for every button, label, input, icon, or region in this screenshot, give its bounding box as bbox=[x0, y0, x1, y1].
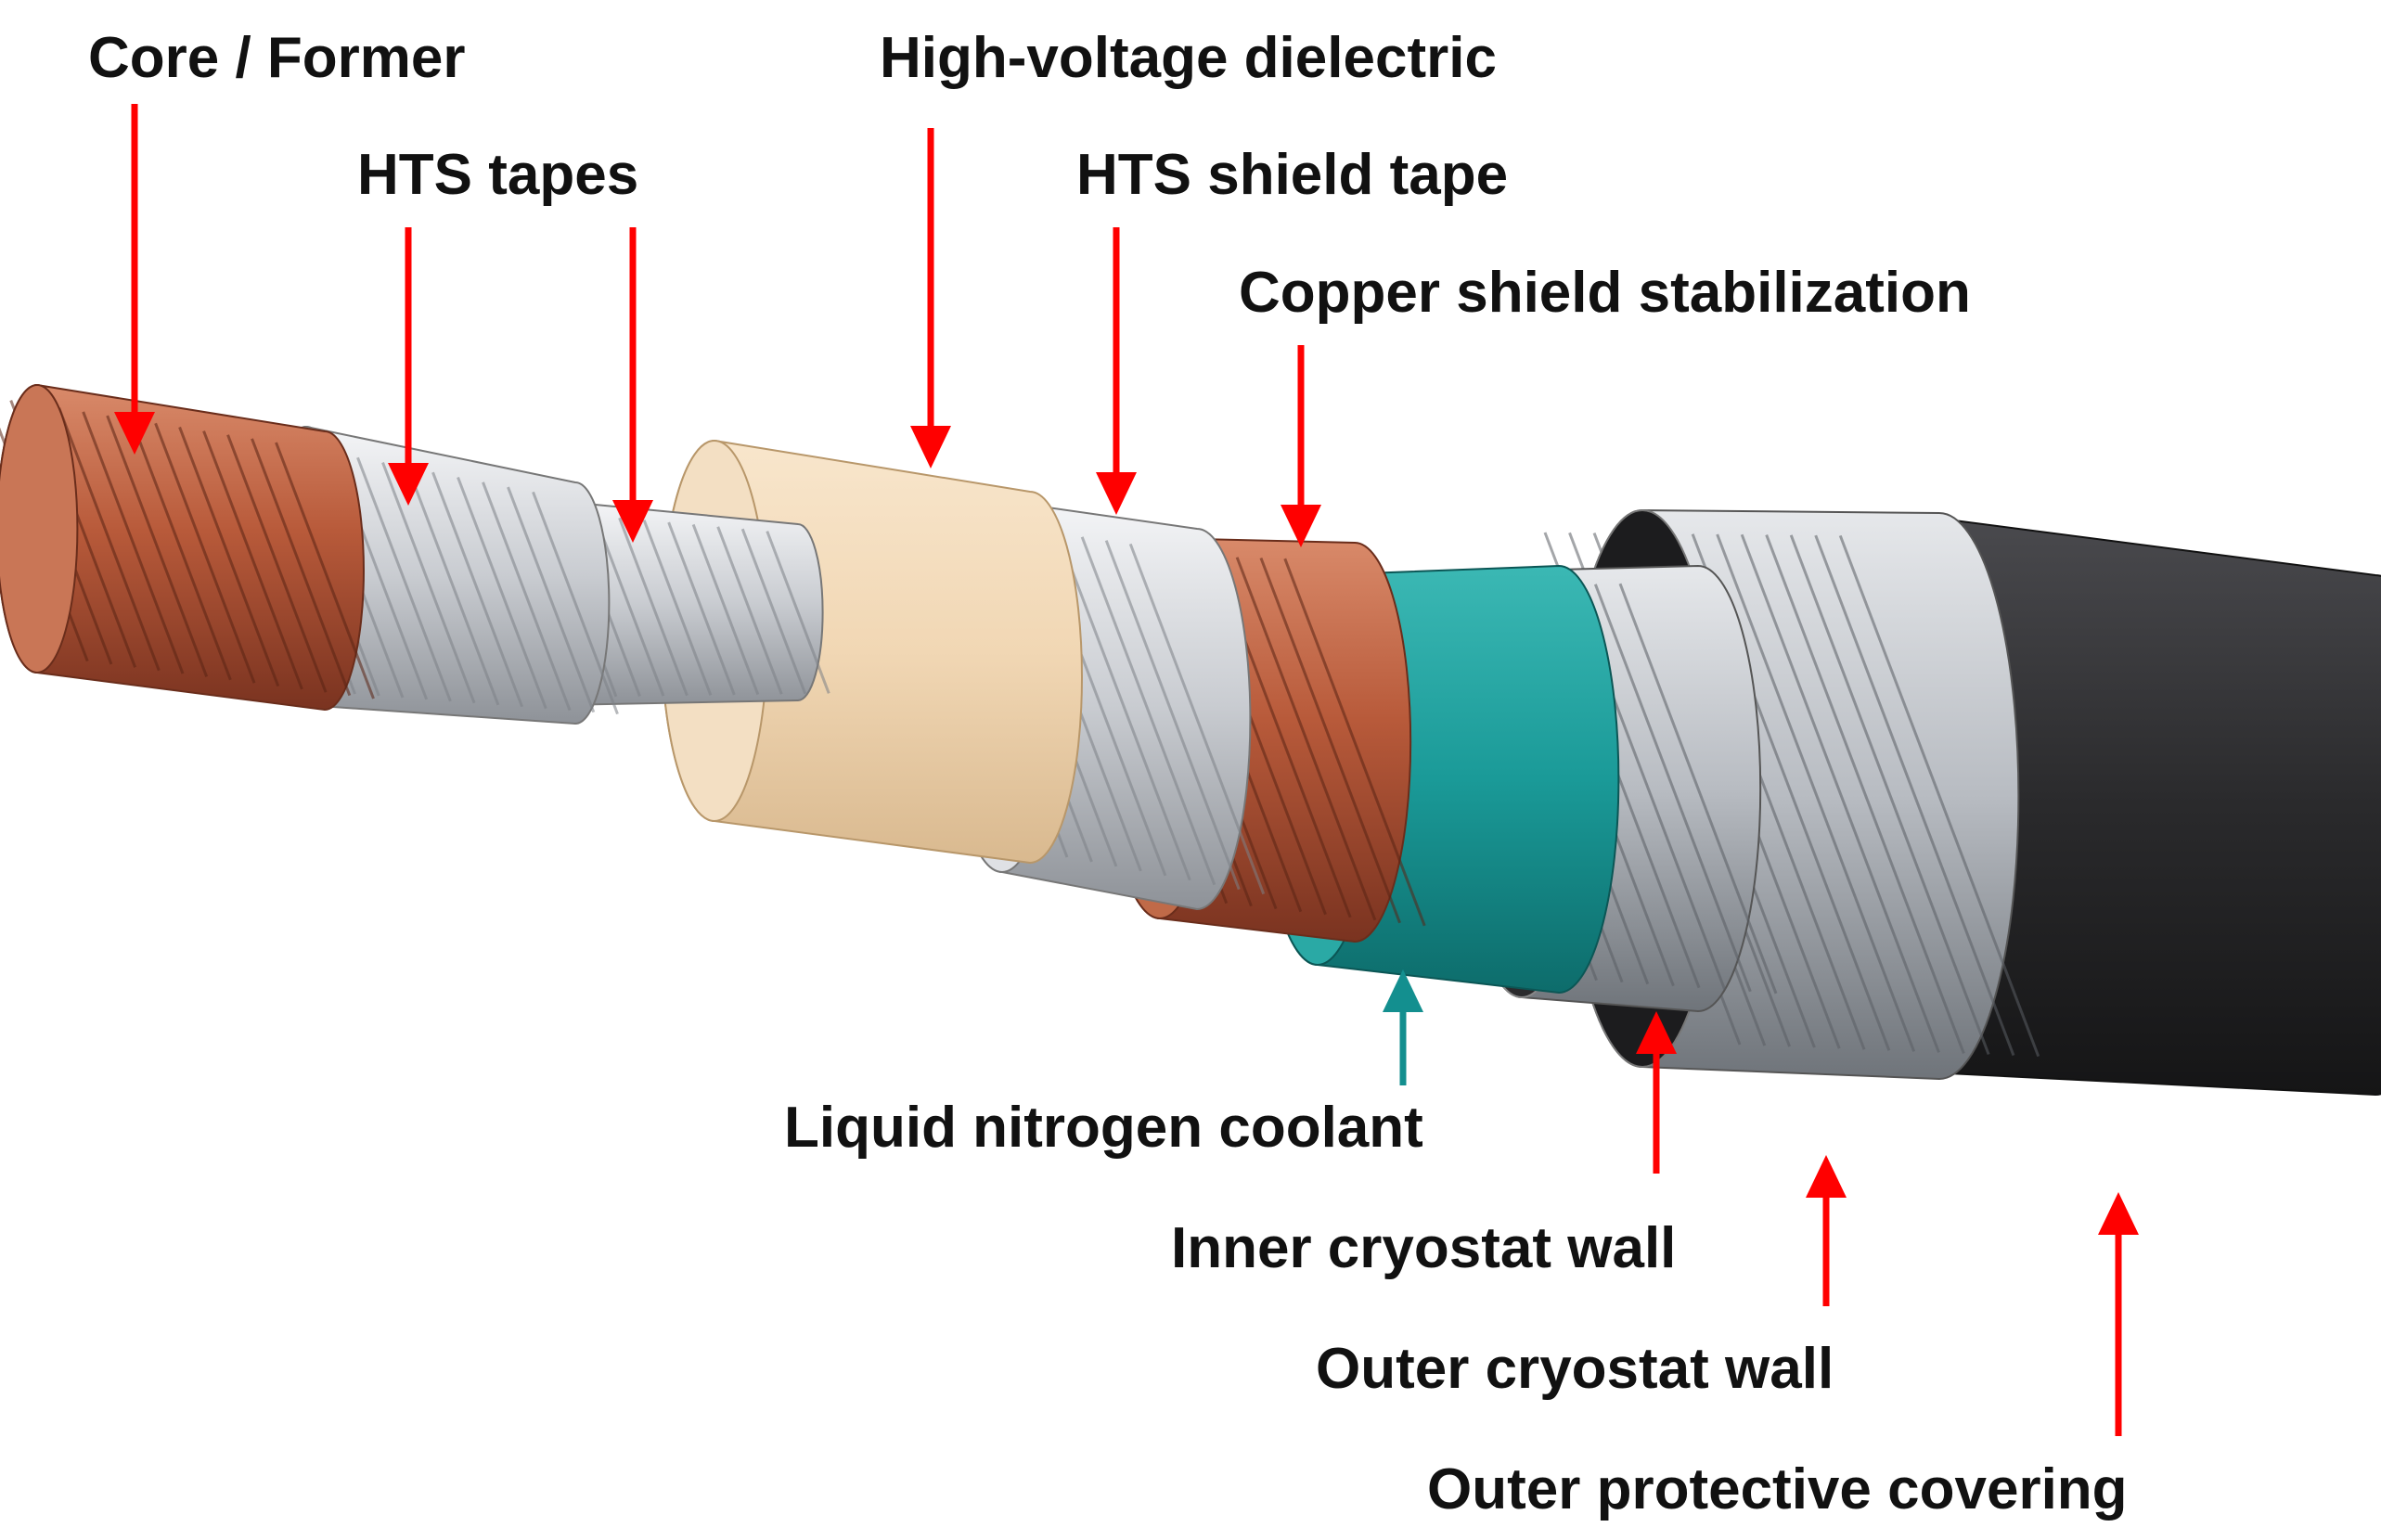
label-hts-shield-tape: HTS shield tape bbox=[1076, 143, 1509, 207]
arrow-hts-tapes-2 bbox=[612, 227, 653, 543]
label-high-voltage-dielectric: High-voltage dielectric bbox=[880, 26, 1497, 90]
arrow-coolant bbox=[1383, 969, 1423, 1085]
arrow-hts-tapes-1 bbox=[388, 227, 429, 506]
arrow-hts-shield-tape bbox=[1096, 227, 1137, 515]
arrow-dielectric bbox=[910, 128, 951, 468]
label-core-former: Core / Former bbox=[88, 26, 466, 90]
arrow-copper-shield bbox=[1281, 345, 1321, 547]
label-hts-tapes: HTS tapes bbox=[357, 143, 639, 207]
core-former-end bbox=[0, 384, 79, 674]
arrow-outer-covering bbox=[2098, 1192, 2139, 1436]
label-copper-shield-stabilization: Copper shield stabilization bbox=[1239, 261, 1971, 325]
cable-layers bbox=[0, 383, 2381, 1097]
arrow-outer-cryostat-wall bbox=[1806, 1155, 1847, 1306]
core-former bbox=[0, 383, 375, 712]
label-inner-cryostat-wall: Inner cryostat wall bbox=[1171, 1216, 1677, 1280]
arrow-inner-cryostat-wall bbox=[1636, 1011, 1677, 1174]
arrow-core-former bbox=[114, 104, 155, 455]
label-outer-cryostat-wall: Outer cryostat wall bbox=[1316, 1337, 1834, 1401]
label-outer-protective-covering: Outer protective covering bbox=[1427, 1457, 2128, 1521]
label-liquid-nitrogen-coolant: Liquid nitrogen coolant bbox=[784, 1096, 1423, 1160]
pointer-arrows bbox=[114, 104, 2139, 1436]
